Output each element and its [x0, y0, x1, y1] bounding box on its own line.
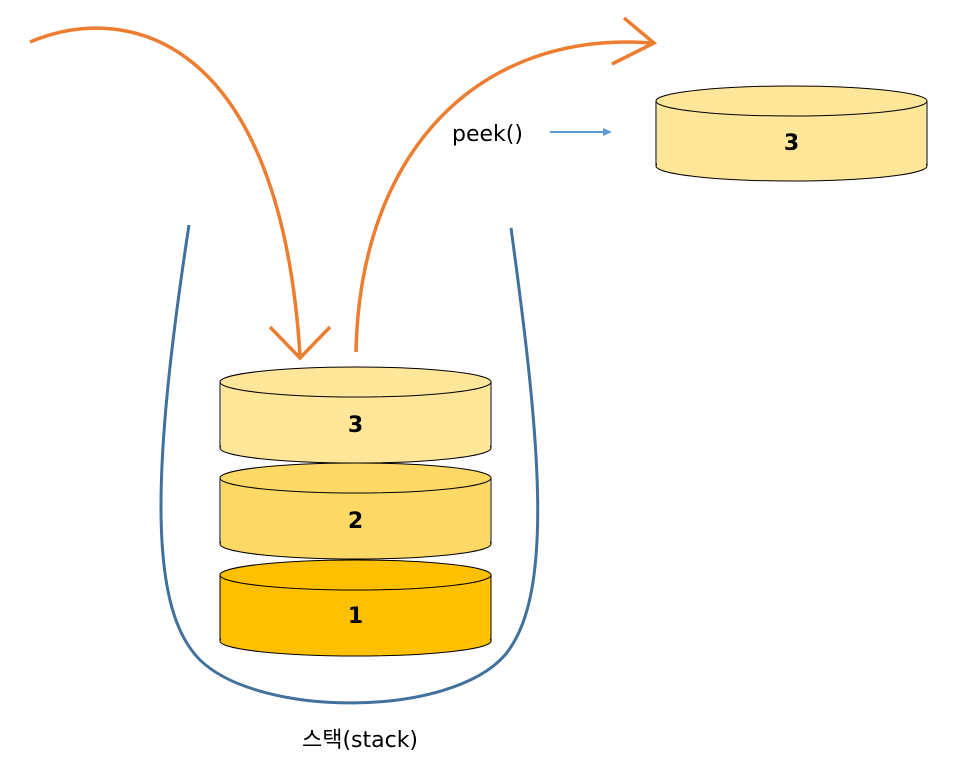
- stack-disk-1-label: 1: [348, 604, 363, 629]
- peeked-disk-top: [655, 85, 928, 117]
- stack-container: [159, 224, 540, 705]
- peek-label: peek(): [452, 122, 523, 147]
- peek-arrow-icon-head: [603, 128, 612, 136]
- pop-out-arrow-head: [611, 16, 658, 66]
- stack-disk-2: 2: [219, 462, 492, 560]
- peeked-disk-label: 3: [784, 131, 799, 156]
- stack-disk-1: 1: [219, 559, 492, 657]
- stack-disk-3: 3: [219, 366, 492, 464]
- peeked-disk: 3: [655, 85, 928, 182]
- stack-disk-3-top: [219, 366, 492, 398]
- push-arrow-head: [268, 325, 332, 361]
- stack-disk-2-top: [219, 462, 492, 494]
- push-arrow: [29, 26, 302, 356]
- stack-caption: 스택(stack): [302, 728, 418, 753]
- stack-disk-1-top: [219, 559, 492, 591]
- pop-out-arrow: [354, 40, 653, 353]
- stack-disk-3-label: 3: [348, 413, 363, 438]
- stack-disk-2-label: 2: [348, 509, 363, 534]
